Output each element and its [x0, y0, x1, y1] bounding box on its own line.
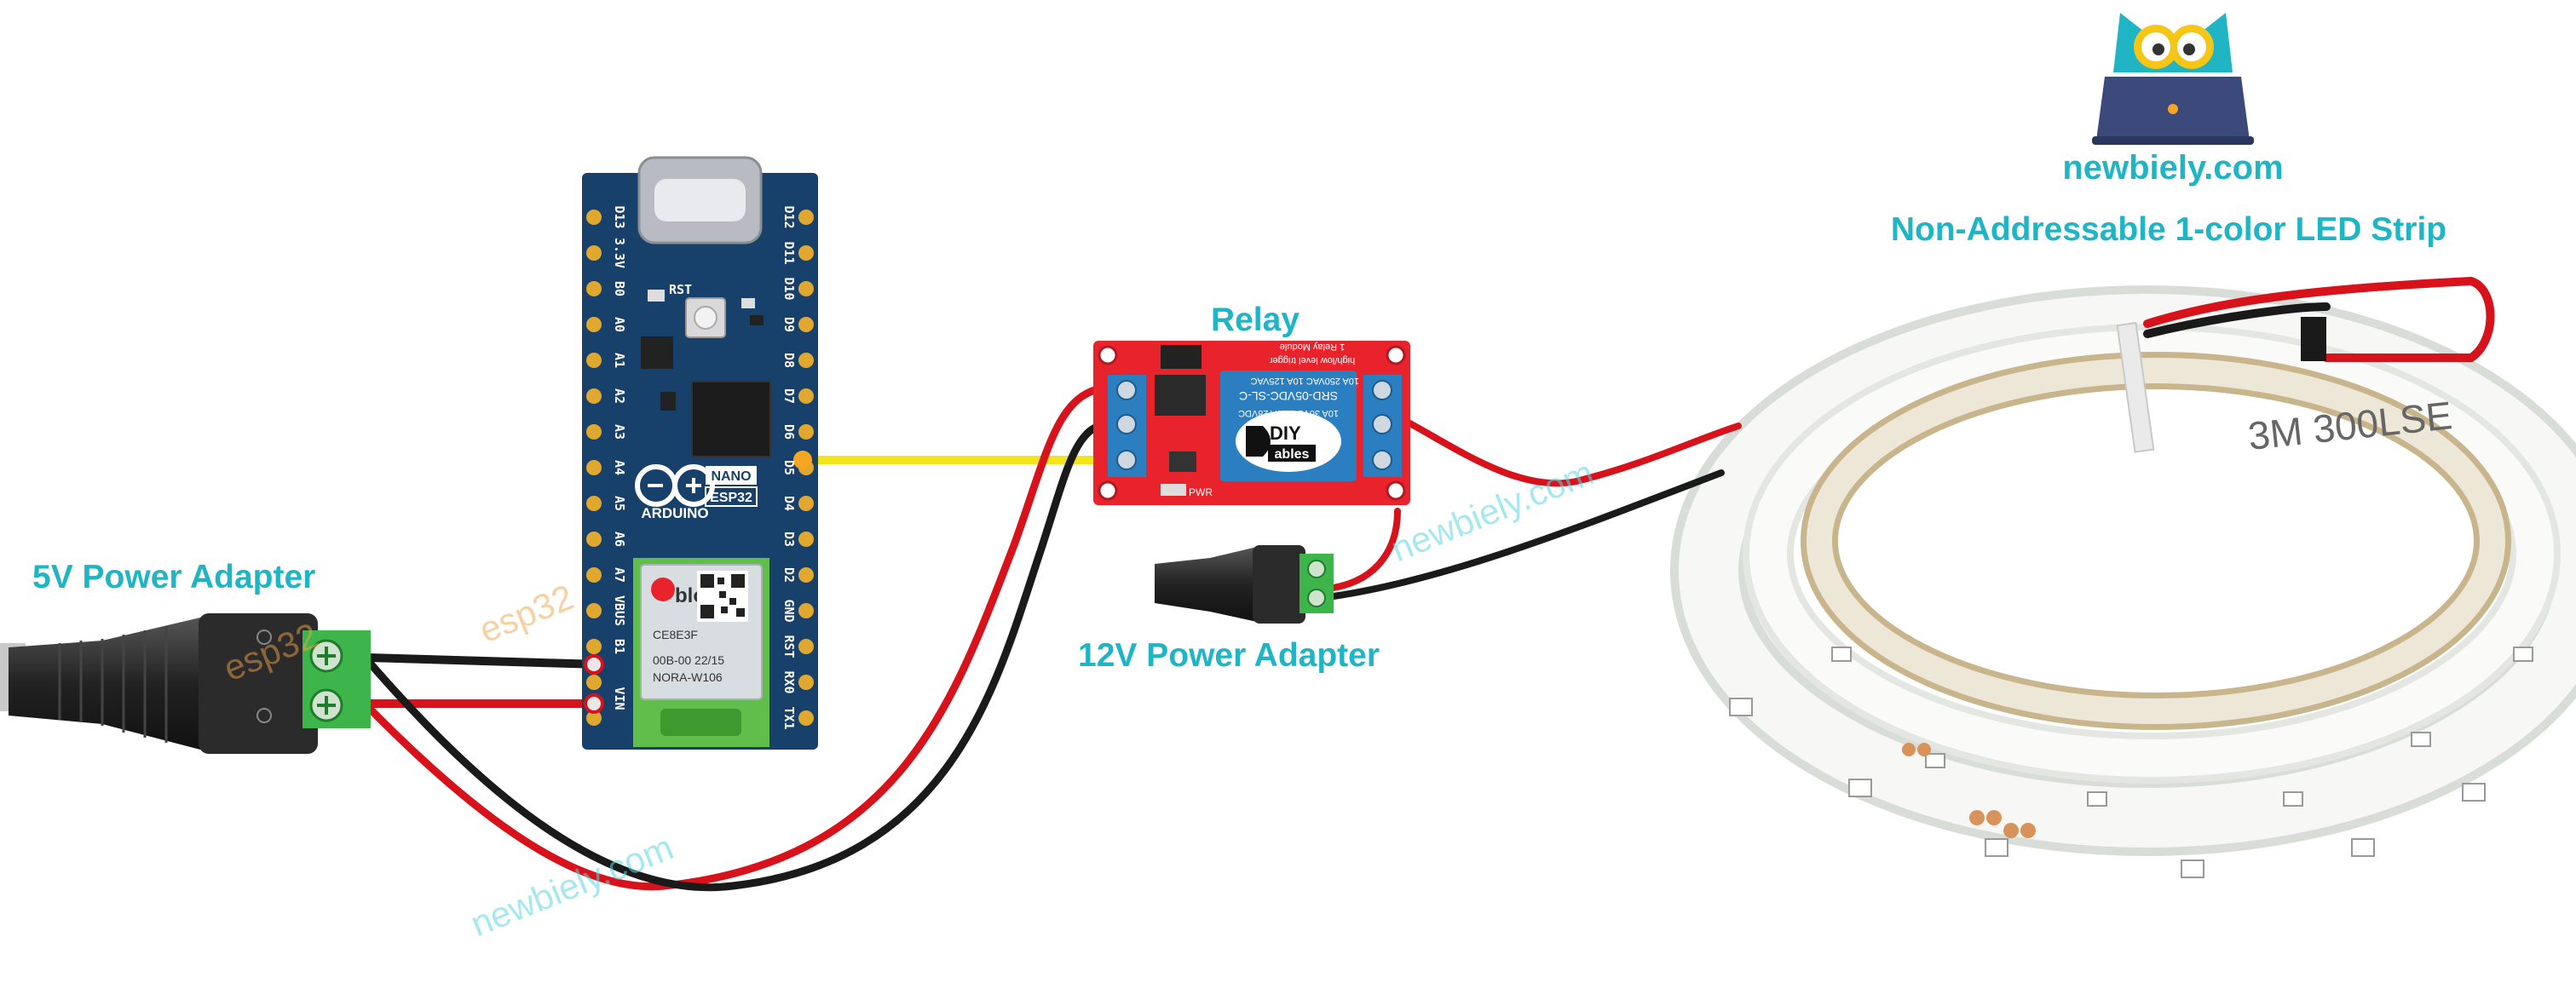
svg-text:A4: A4: [612, 460, 627, 475]
left-pin-header: [586, 210, 602, 726]
board-model: NANO: [711, 469, 751, 484]
wire-relay-red-strip: [1398, 416, 1742, 487]
power-5v-label: 5V Power Adapter: [32, 559, 315, 595]
diyables-logo-icon: [1246, 426, 1271, 457]
relay-brand-line1: DIY: [1270, 423, 1301, 444]
watermark-esp32-2: esp32: [474, 577, 579, 650]
right-pin-labels: D12 D11 D10 D9 D8 D7 D6 D5 D4 D3 D2 GND …: [781, 205, 797, 729]
relay-pwr-label: PWR: [1189, 486, 1213, 498]
svg-text:A1: A1: [612, 353, 627, 368]
svg-text:TX1: TX1: [781, 706, 797, 729]
svg-text:RX0: RX0: [781, 670, 797, 693]
relay-coil-text: SRD-05VDC-SL-C: [1239, 389, 1338, 403]
wire-5v-red-relay: [364, 383, 1112, 891]
svg-text:A7: A7: [612, 567, 627, 583]
svg-text:B1: B1: [612, 639, 627, 654]
svg-text:D6: D6: [781, 424, 797, 440]
board-brand: ARDUINO: [641, 505, 708, 521]
svg-text:RST: RST: [781, 635, 797, 658]
wire-strip-lead: [2143, 276, 2495, 362]
relay-rating1: 10A 250VAC 10A 125VAC: [1251, 376, 1359, 386]
copper-pads: [1902, 743, 2036, 838]
svg-text:D11: D11: [781, 241, 797, 264]
svg-text:D8: D8: [781, 353, 797, 368]
power-12v-label: 12V Power Adapter: [1078, 637, 1380, 674]
svg-text:D12: D12: [781, 205, 797, 228]
module-code1: CE8E3F: [653, 628, 698, 641]
arduino-logo-icon: [635, 464, 715, 507]
wire-5v-black-gnd: [364, 653, 605, 669]
cable-tie: [2116, 321, 2155, 453]
svg-text:A6: A6: [612, 532, 627, 547]
svg-text:A3: A3: [612, 424, 627, 440]
svg-text:A2: A2: [612, 388, 627, 404]
newbiely-logo: newbiely.com: [2062, 13, 2284, 187]
module-model: NORA-W106: [653, 670, 723, 684]
power-adapter-5v: [0, 613, 371, 754]
wire-5v-black-relay: [364, 420, 1112, 892]
svg-text:3.3V: 3.3V: [612, 238, 627, 268]
terminal-block-5v: [303, 630, 371, 728]
relay-brand-line2: ables: [1275, 447, 1310, 462]
led-strip-label: Non-Addressable 1-color LED Strip: [1891, 211, 2446, 248]
relay-output-terminal: [1363, 375, 1402, 477]
right-pin-header: [798, 210, 814, 726]
relay-trigger: high/low level trigger: [1270, 355, 1356, 365]
left-pin-labels: D13 3.3V B0 A0 A1 A2 A3 A4 A5 A6 A7 VBUS…: [612, 205, 627, 710]
svg-text:D7: D7: [781, 388, 797, 404]
svg-text:GND: GND: [781, 599, 797, 622]
relay-label: Relay: [1211, 302, 1300, 338]
esp32-chip: [691, 381, 771, 457]
wire-12v-black: [1330, 469, 1725, 600]
svg-text:D10: D10: [781, 277, 797, 300]
ublox-module: blox CE8E3F 00B-00 22/15 NORA-W106: [633, 558, 769, 747]
qr-code-icon: [697, 571, 748, 622]
board-chip: ESP32: [710, 491, 752, 505]
module-code2: 00B-00 22/15: [653, 653, 724, 667]
svg-text:VIN: VIN: [612, 687, 627, 710]
svg-text:D5: D5: [781, 460, 797, 475]
relay-title: 1 Relay Module: [1280, 342, 1345, 352]
relay-input-terminal: [1108, 375, 1146, 477]
owl-laptop-icon: [2092, 13, 2254, 145]
wires: [364, 276, 2495, 892]
svg-text:D9: D9: [781, 317, 797, 332]
svg-text:A0: A0: [612, 317, 627, 332]
svg-text:D13: D13: [612, 205, 627, 228]
led-strip: 3M 300LSE: [1670, 285, 2576, 878]
svg-text:D3: D3: [781, 532, 797, 547]
reset-label: RST: [669, 282, 692, 297]
svg-text:A5: A5: [612, 496, 627, 511]
wire-12v-red: [1330, 508, 1401, 591]
svg-text:VBUS: VBUS: [612, 595, 627, 626]
svg-text:B0: B0: [612, 281, 627, 296]
led-chips: [1729, 647, 2533, 878]
relay-module: PWR 10A 250VAC 10A 125VAC SRD-05VDC-SL-C…: [1093, 341, 1410, 505]
svg-text:D2: D2: [781, 567, 797, 583]
svg-text:D4: D4: [781, 496, 797, 511]
arduino-nano-esp32: D13 3.3V B0 A0 A1 A2 A3 A4 A5 A6 A7 VBUS…: [582, 156, 818, 750]
power-adapter-12v: [1155, 545, 1334, 624]
terminal-block-12v: [1300, 554, 1334, 613]
logo-text: newbiely.com: [2062, 149, 2283, 187]
